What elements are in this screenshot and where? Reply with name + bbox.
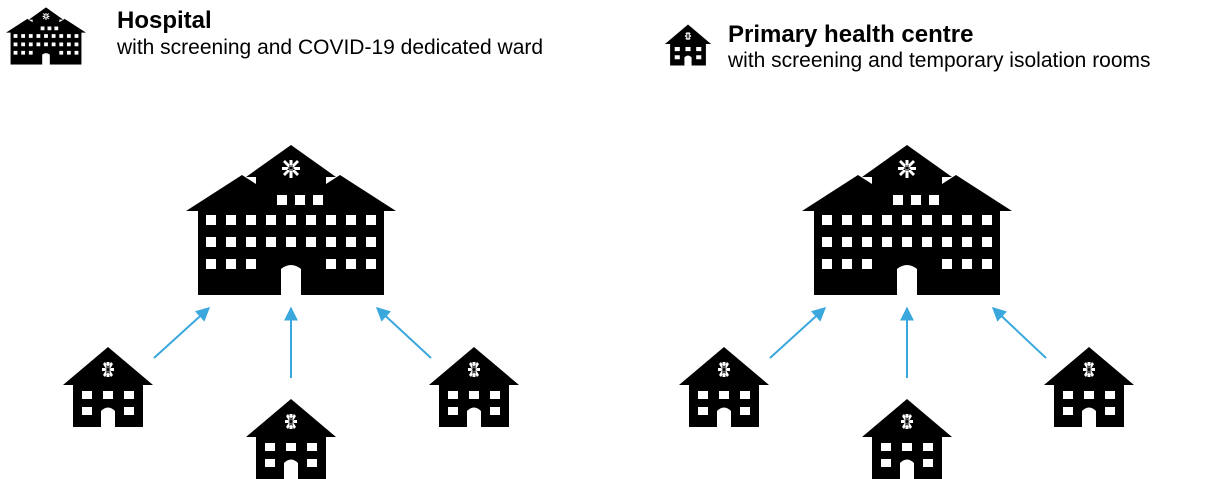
health-centre-icon: [679, 347, 769, 427]
legend-phc-title: Primary health centre: [728, 21, 974, 48]
legend-hospital: Hospital with screening and COVID-19 ded…: [0, 0, 600, 80]
legend-primary-health-centre: Primary health centre with screening and…: [655, 0, 1222, 80]
referral-arrow: [375, 307, 432, 359]
legend-hospital-description: with screening and COVID-19 dedicated wa…: [117, 36, 544, 59]
health-centre-icon: [1044, 347, 1134, 427]
hospital-icon: [186, 145, 396, 295]
referral-diagram-1: [63, 145, 519, 479]
legend-hospital-title: Hospital: [117, 7, 212, 34]
health-centre-icon: [429, 347, 519, 427]
referral-arrow: [991, 307, 1047, 359]
referral-diagram-2: [679, 145, 1134, 479]
health-centre-icon: [246, 399, 336, 479]
referral-arrow: [769, 307, 827, 359]
health-centre-icon: [862, 399, 952, 479]
hospital-icon: [802, 145, 1012, 295]
health-centre-icon: [63, 347, 153, 427]
referral-arrow: [153, 307, 211, 359]
legend-phc-description: with screening and temporary isolation r…: [728, 49, 1151, 72]
